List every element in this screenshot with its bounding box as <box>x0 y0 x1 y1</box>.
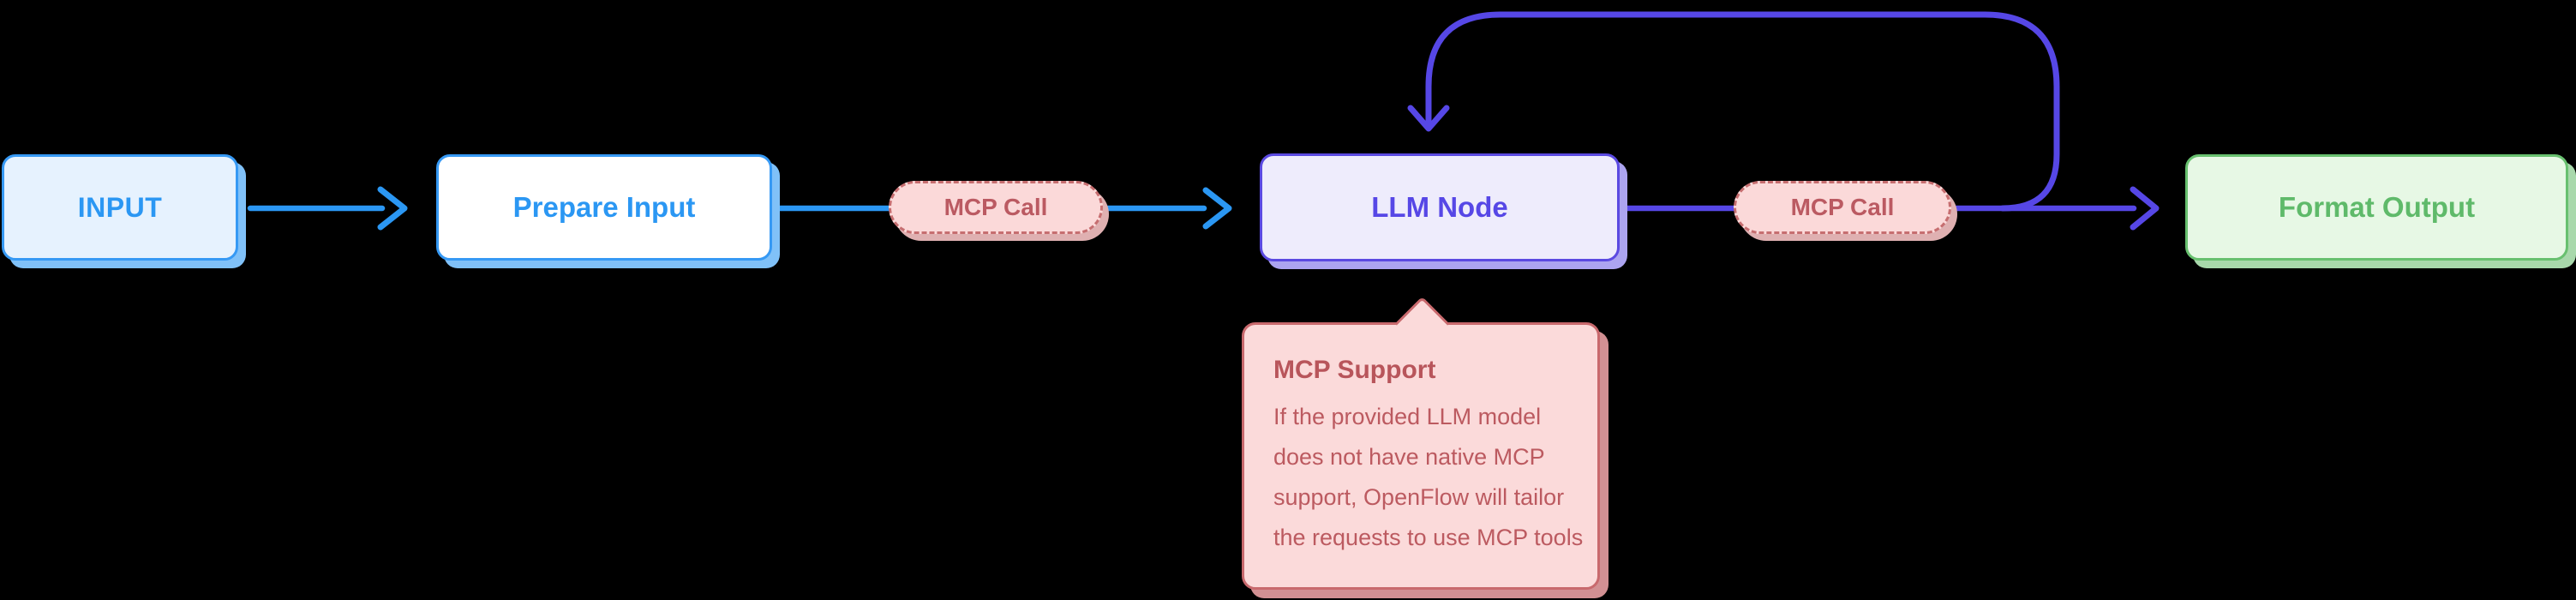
badge-mcp-call-2-label: MCP Call <box>1790 194 1895 220</box>
node-format-output: Format Output <box>2185 154 2568 261</box>
arrowhead-loop-to-llm <box>1407 105 1450 132</box>
node-prepare-input: Prepare Input <box>436 154 772 261</box>
node-llm-label: LLM Node <box>1371 191 1508 223</box>
arrowhead-input-to-prepare <box>377 186 408 231</box>
node-llm: LLM Node <box>1260 153 1620 261</box>
arrowhead-llm-to-format <box>2130 186 2160 231</box>
arrowhead-prepare-to-llm <box>1202 187 1232 230</box>
tooltip-body-line: If the provided LLM model <box>1273 404 1542 429</box>
tooltip-title: MCP Support <box>1273 356 1436 384</box>
node-format-output-label: Format Output <box>2278 191 2476 223</box>
tooltip-body-line: does not have native MCP <box>1273 444 1545 470</box>
tooltip-mcp-support: MCP Support If the provided LLM model do… <box>1242 296 1600 590</box>
tooltip-body-line: the requests to use MCP tools <box>1273 525 1584 550</box>
node-input: INPUT <box>2 154 238 261</box>
node-input-label: INPUT <box>77 191 163 223</box>
badge-mcp-call-2: MCP Call <box>1734 181 1951 234</box>
badge-mcp-call-1: MCP Call <box>889 181 1103 234</box>
loop-edge-mcp-to-llm <box>1425 11 2060 212</box>
node-prepare-input-label: Prepare Input <box>512 191 696 223</box>
tooltip-body-line: support, OpenFlow will tailor <box>1273 484 1565 510</box>
badge-mcp-call-1-label: MCP Call <box>944 194 1048 220</box>
